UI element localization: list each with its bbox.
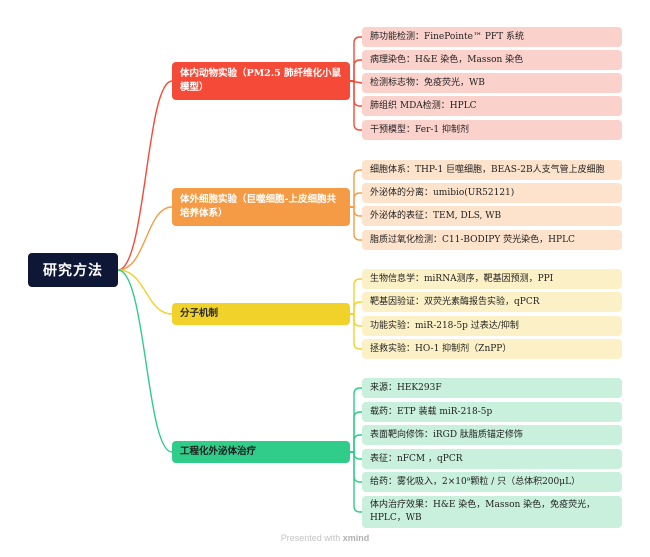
connector-branch-1-leaf-1 — [350, 192, 362, 208]
leaf-bioinformatics[interactable]: 生物信息学：miRNA测序，靶基因预测，PPI — [362, 269, 622, 289]
connector-branch-3-leaf-2 — [350, 434, 362, 453]
leaf-exosome-characterization[interactable]: 外泌体的表征：TEM, DLS, WB — [362, 206, 622, 226]
connector-root-branch-2 — [117, 269, 173, 315]
leaf-lipid-peroxidation[interactable]: 脂质过氧化检测：C11-BODIPY 荧光染色，HPLC — [362, 230, 622, 250]
connector-branch-1-leaf-3 — [350, 206, 362, 241]
connector-branch-3-leaf-4 — [350, 451, 362, 483]
connector-branch-1-leaf-2 — [350, 206, 362, 217]
leaf-markers[interactable]: 检测标志物：免疫荧光，WB — [362, 73, 622, 93]
connector-branch-0-leaf-1 — [350, 59, 362, 82]
xmind-logo: xmind — [342, 533, 370, 543]
connector-branch-0-leaf-0 — [350, 36, 362, 82]
connector-branch-3-leaf-3 — [350, 451, 362, 460]
leaf-drug-loading[interactable]: 载药：ETP 装载 miR-218-5p — [362, 402, 622, 422]
connector-branch-3-leaf-5 — [350, 451, 362, 513]
footer-prefix: Presented with — [280, 533, 341, 543]
connector-branch-1-leaf-0 — [350, 169, 362, 208]
root-topic[interactable]: 研究方法 — [28, 253, 118, 287]
connector-root-branch-3 — [117, 269, 173, 453]
connector-branch-2-leaf-1 — [350, 301, 362, 315]
leaf-surface-modification[interactable]: 表面靶向修饰：iRGD 肽脂质锚定修饰 — [362, 425, 622, 445]
connector-branch-2-leaf-0 — [350, 278, 362, 315]
leaf-mda[interactable]: 肺组织 MDA检测：HPLC — [362, 96, 622, 116]
leaf-treatment-effect[interactable]: 体内治疗效果：H&E 染色，Masson 染色，免疫荧光，HPLC，WB — [362, 496, 622, 528]
footer-credit: Presented with xmind — [0, 533, 650, 543]
leaf-source[interactable]: 来源：HEK293F — [362, 378, 622, 398]
leaf-target-validation[interactable]: 靶基因验证：双荧光素酶报告实验，qPCR — [362, 292, 622, 312]
connector-branch-0-leaf-4 — [350, 80, 362, 131]
leaf-functional-assay[interactable]: 功能实验：miR-218-5p 过表达/抑制 — [362, 316, 622, 336]
connector-root-branch-0 — [117, 80, 173, 271]
connector-branch-0-leaf-3 — [350, 80, 362, 107]
leaf-rescue-assay[interactable]: 拯救实验：HO-1 抑制剂（ZnPP） — [362, 339, 622, 359]
leaf-lung-function[interactable]: 肺功能检测：FinePointe™ PFT 系统 — [362, 27, 622, 47]
leaf-cell-system[interactable]: 细胞体系：THP-1 巨噬细胞，BEAS-2B人支气管上皮细胞 — [362, 160, 622, 180]
leaf-characterization[interactable]: 表征：nFCM ，qPCR — [362, 449, 622, 469]
connector-root-branch-1 — [117, 206, 173, 271]
leaf-administration[interactable]: 给药：雾化吸入，2×10⁹颗粒 / 只（总体积200μL） — [362, 472, 622, 492]
leaf-intervention[interactable]: 干预模型：Fer-1 抑制剂 — [362, 120, 622, 140]
leaf-pathology-staining[interactable]: 病理染色：H&E 染色，Masson 染色 — [362, 50, 622, 70]
connector-branch-2-leaf-2 — [350, 313, 362, 327]
connector-branch-3-leaf-1 — [350, 411, 362, 453]
branch-in-vivo-animal[interactable]: 体内动物实验（PM2.5 肺纤维化小鼠模型） — [172, 62, 350, 100]
connector-branch-3-leaf-0 — [350, 387, 362, 453]
leaf-exosome-isolation[interactable]: 外泌体的分离：umibio(UR52121) — [362, 183, 622, 203]
connector-branch-2-leaf-3 — [350, 313, 362, 350]
branch-in-vitro-cell[interactable]: 体外细胞实验（巨噬细胞-上皮细胞共培养体系） — [172, 188, 350, 226]
branch-molecular-mechanism[interactable]: 分子机制 — [172, 303, 350, 325]
branch-engineered-exosome[interactable]: 工程化外泌体治疗 — [172, 441, 350, 463]
